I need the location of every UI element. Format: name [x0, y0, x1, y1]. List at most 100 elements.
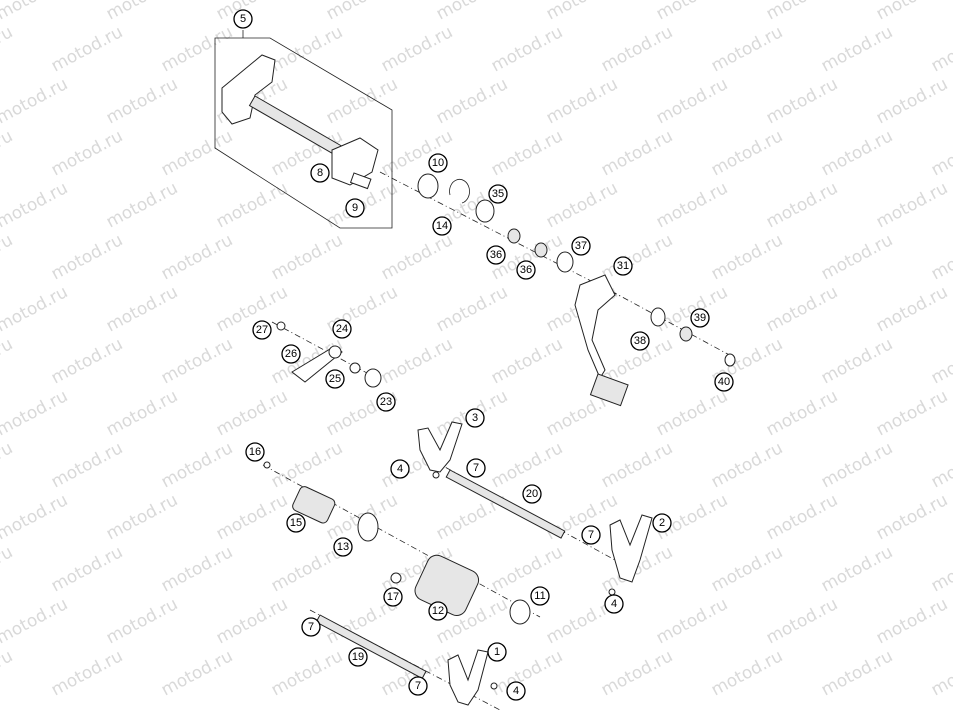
callout-number: 1 — [494, 646, 500, 658]
callout-circle — [281, 344, 301, 364]
callout-number: 40 — [718, 376, 730, 388]
callout-circle — [245, 442, 265, 462]
watermark-text: motod.ru — [653, 594, 731, 648]
watermark-text: motod.ru — [0, 438, 16, 492]
callout-26: 26 — [281, 344, 301, 364]
callout-4: 4 — [604, 594, 624, 614]
callout-number: 35 — [492, 188, 504, 200]
callout-number: 26 — [285, 348, 297, 360]
callout-circle — [487, 642, 507, 662]
callout-number: 39 — [694, 312, 706, 324]
watermark-text: motod.ru — [213, 490, 291, 544]
callout-10: 10 — [428, 153, 448, 173]
watermark-text: motod.ru — [598, 438, 676, 492]
callout-number: 36 — [490, 249, 502, 261]
callout-15: 15 — [286, 513, 306, 533]
callout-35: 35 — [488, 184, 508, 204]
callout-number: 38 — [634, 335, 646, 347]
shift-shaft-group-box — [214, 37, 393, 229]
bearing-11 — [509, 599, 531, 625]
fork-roller-4a — [432, 471, 440, 479]
seal-37 — [556, 251, 574, 273]
callout-31: 31 — [613, 256, 633, 276]
shift-shaft-plate — [221, 54, 276, 125]
watermark-text: motod.ru — [433, 74, 511, 128]
watermark-text: motod.ru — [158, 334, 236, 388]
watermark-text: motod.ru — [598, 230, 676, 284]
callout-circle — [516, 260, 536, 280]
callout-circle — [301, 617, 321, 637]
callout-number: 31 — [617, 260, 629, 272]
watermark-text: motod.ru — [763, 386, 841, 440]
callout-circle — [466, 458, 486, 478]
watermark-text: motod.ru — [158, 22, 236, 76]
watermark-text: motod.ru — [653, 178, 731, 232]
watermark-text: motod.ru — [268, 230, 346, 284]
callout-circle — [432, 216, 452, 236]
watermark-text: motod.ru — [763, 74, 841, 128]
callout-5: 5 — [233, 9, 253, 29]
watermark-text: motod.ru — [48, 126, 126, 180]
watermark-text: motod.ru — [323, 0, 401, 24]
callout-number: 23 — [380, 396, 392, 408]
fork-roller-4c — [490, 682, 498, 690]
watermark-text: motod.ru — [0, 282, 71, 336]
watermark-text: motod.ru — [488, 542, 566, 596]
callout-13: 13 — [333, 537, 353, 557]
callout-number: 17 — [387, 591, 399, 603]
callout-36: 36 — [486, 245, 506, 265]
callout-circle — [604, 594, 624, 614]
washer-35 — [475, 199, 495, 223]
callout-number: 7 — [473, 462, 479, 474]
watermark-text: motod.ru — [103, 594, 181, 648]
watermark-text: motod.ru — [103, 282, 181, 336]
watermark-text: motod.ru — [818, 646, 896, 700]
watermark-text: motod.ru — [488, 334, 566, 388]
watermark-text: motod.ru — [378, 334, 456, 388]
callout-circle — [286, 513, 306, 533]
watermark-text: motod.ru — [873, 386, 951, 440]
watermark-text: motod.ru — [763, 282, 841, 336]
callout-circle — [310, 163, 330, 183]
callout-number: 4 — [397, 463, 403, 475]
callout-40: 40 — [714, 372, 734, 392]
callout-number: 25 — [329, 373, 341, 385]
callout-circle — [652, 513, 672, 533]
callout-number: 20 — [526, 488, 538, 500]
watermark-text: motod.ru — [543, 178, 621, 232]
watermark-text: motod.ru — [378, 22, 456, 76]
callout-circle — [408, 676, 428, 696]
lever-pivot — [328, 345, 342, 359]
watermark-text: motod.ru — [543, 0, 621, 24]
watermark-text: motod.ru — [818, 22, 896, 76]
callout-number: 9 — [352, 202, 358, 214]
callout-number: 15 — [290, 517, 302, 529]
callout-circle — [332, 319, 352, 339]
watermark-text: motod.ru — [763, 490, 841, 544]
watermark-text: motod.ru — [213, 594, 291, 648]
watermark-text: motod.ru — [928, 542, 953, 596]
watermark-text: motod.ru — [48, 542, 126, 596]
callout-36: 36 — [516, 260, 536, 280]
callout-23: 23 — [376, 392, 396, 412]
shift-fork-1 — [447, 649, 489, 706]
watermark-text: motod.ru — [0, 230, 16, 284]
callout-circle — [630, 331, 650, 351]
watermark-text: motod.ru — [873, 74, 951, 128]
watermark-text: motod.ru — [433, 0, 511, 24]
callout-circle — [383, 587, 403, 607]
watermark-text: motod.ru — [708, 22, 786, 76]
callout-number: 19 — [352, 651, 364, 663]
callout-38: 38 — [630, 331, 650, 351]
callout-27: 27 — [252, 320, 272, 340]
watermark-text: motod.ru — [213, 386, 291, 440]
callout-number: 8 — [317, 167, 323, 179]
shift-fork-shaft-20 — [445, 469, 566, 539]
callout-circle — [486, 245, 506, 265]
callout-19: 19 — [348, 647, 368, 667]
watermark-text: motod.ru — [598, 646, 676, 700]
callout-circle — [690, 308, 710, 328]
callout-number: 7 — [588, 529, 594, 541]
watermark-text: motod.ru — [543, 74, 621, 128]
